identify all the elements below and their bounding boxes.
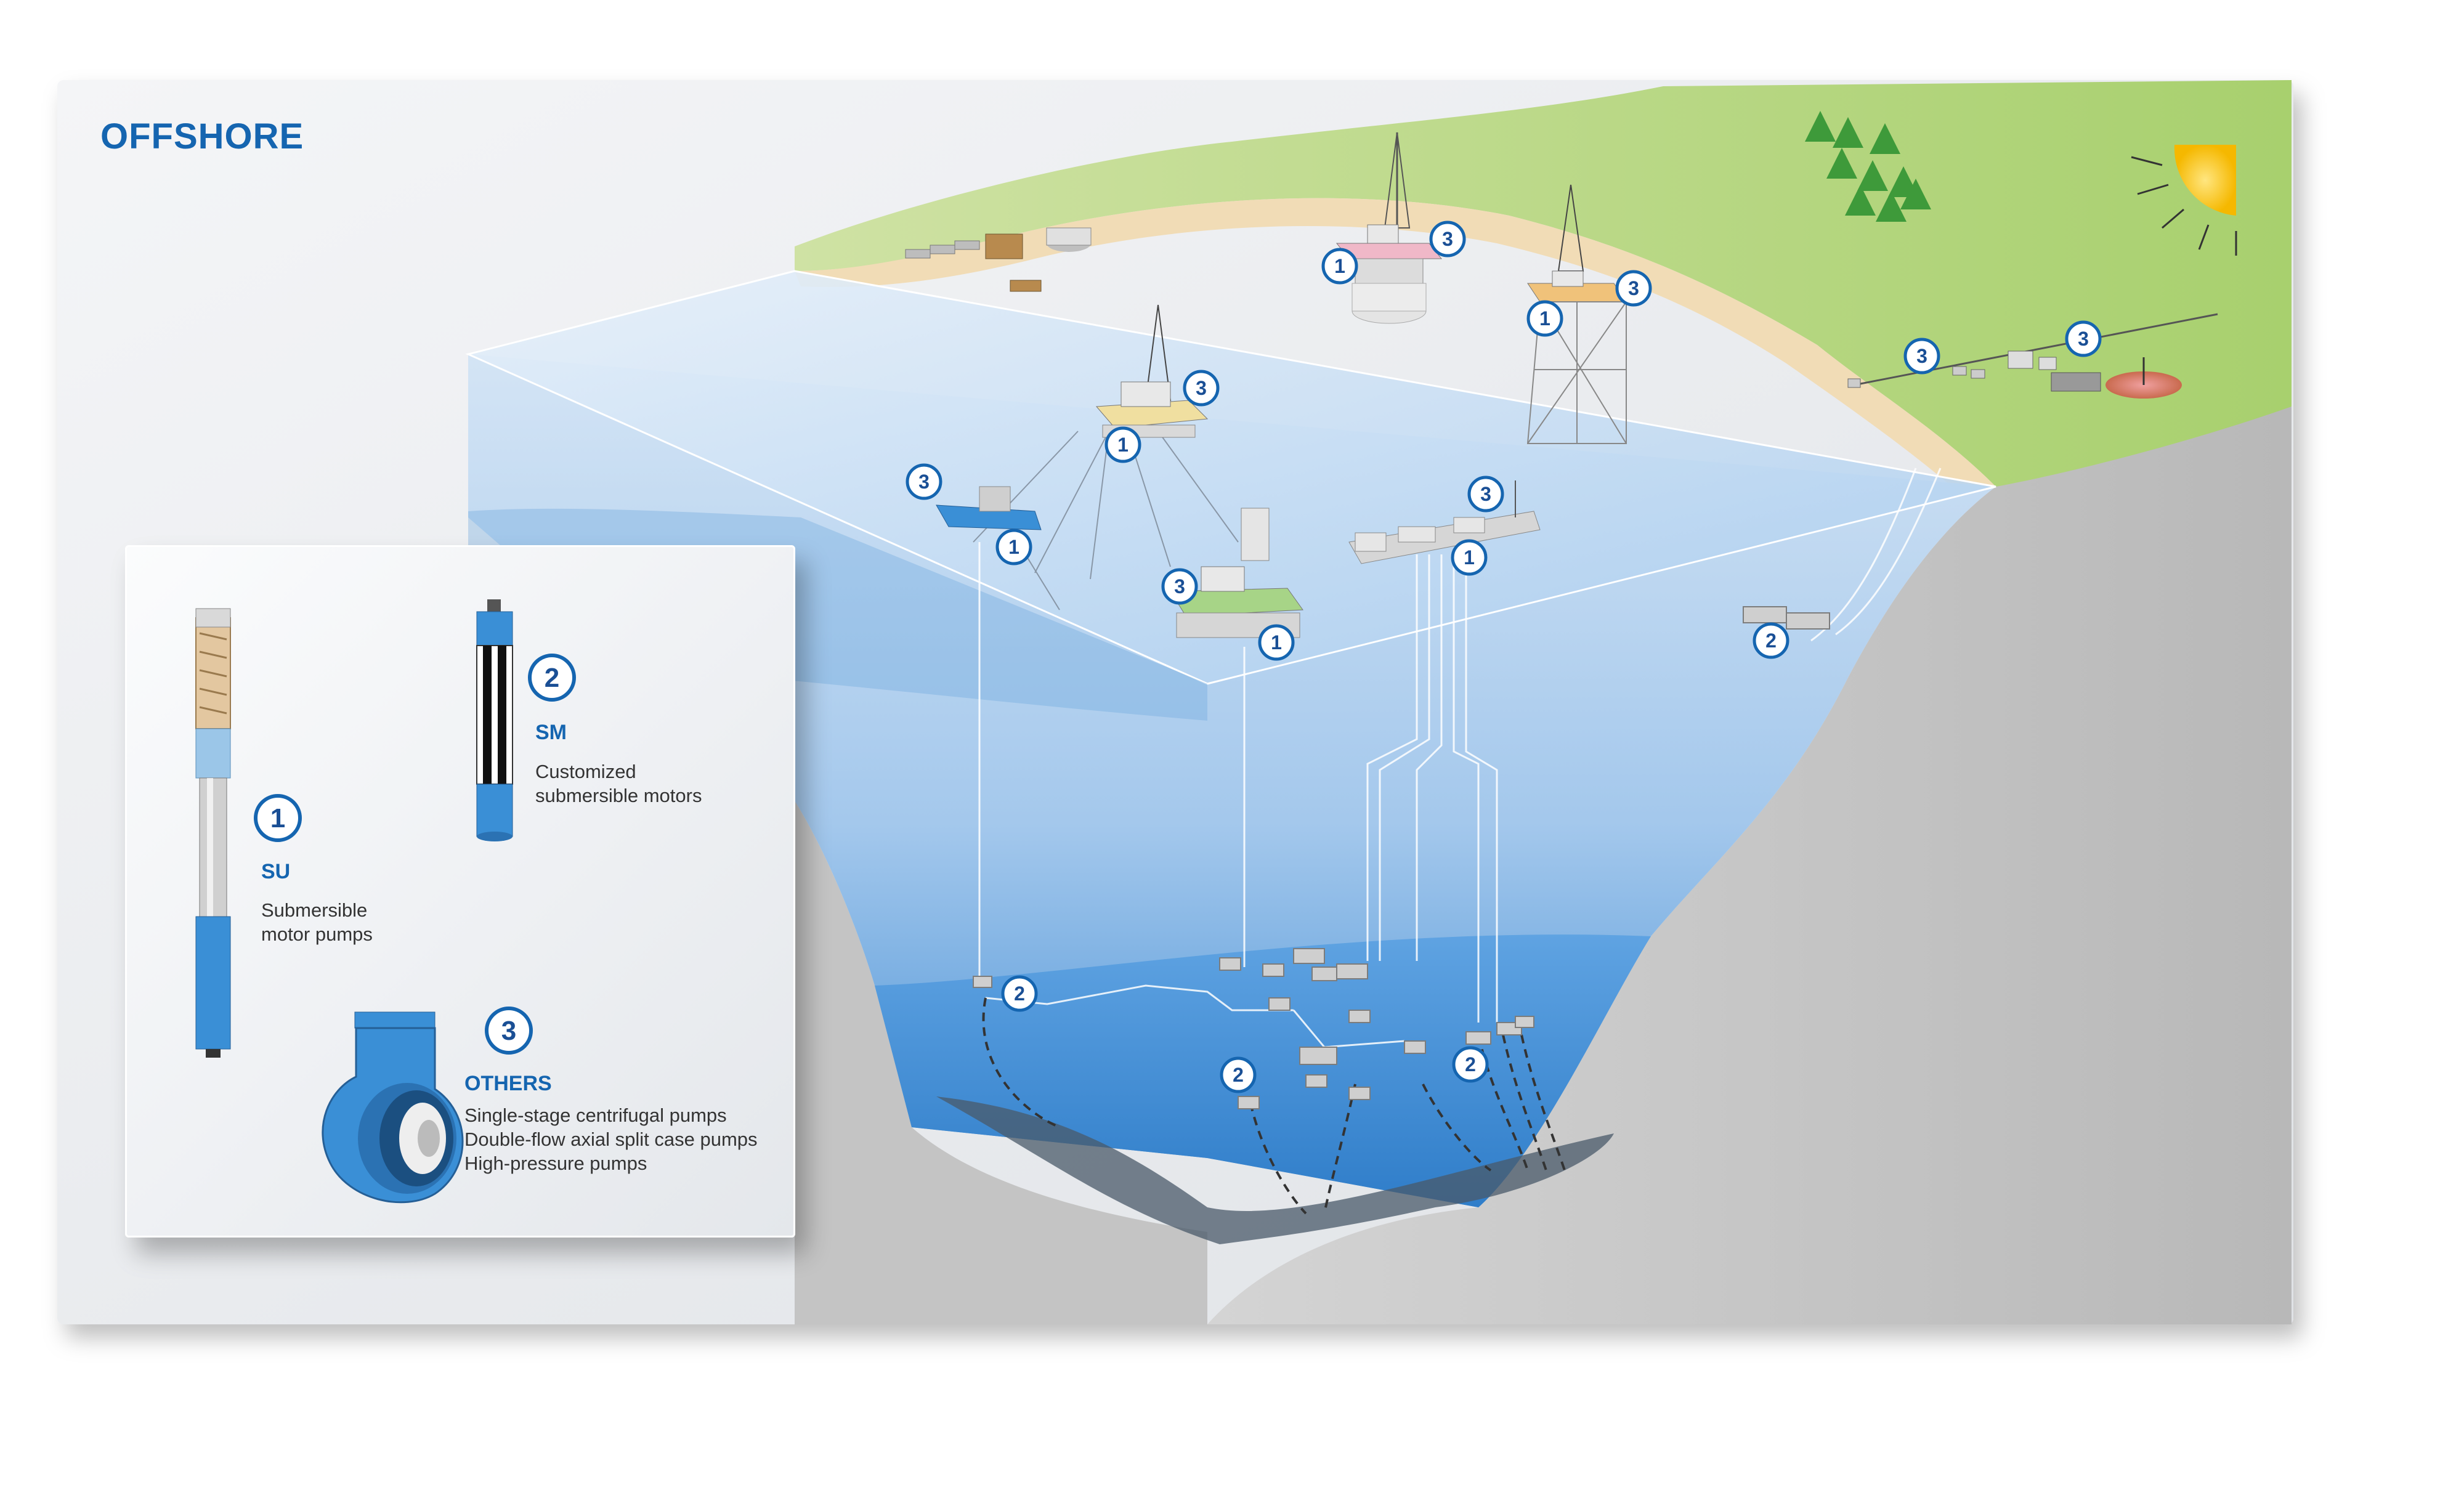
badge-number-icon: 1 [1106,428,1140,461]
page-title: OFFSHORE [100,116,304,156]
badge-number-icon: 3 [907,465,941,498]
legend-graphics: 1 2 3 [195,599,576,1204]
badge-number-icon: 3 [1163,570,1196,603]
svg-text:1: 1 [1008,536,1019,558]
badge-number-icon: 1 [997,530,1031,564]
platform-gravity [1335,132,1443,324]
badge-number-icon: 2 [1003,977,1036,1010]
legend-panel: 1 2 3 SU Submersible motor pumps SM Cust… [125,545,795,1238]
sun-icon [2131,145,2237,256]
badge-number-icon: 1 [1528,302,1562,335]
legend-su-description: Submersible motor pumps [261,899,373,945]
badge-number-icon: 3 [485,1007,533,1055]
badge-number-icon: 2 [1754,624,1788,657]
badge-number-icon: 3 [1185,371,1218,405]
svg-text:1: 1 [1539,307,1550,330]
svg-text:3: 3 [2078,328,2089,350]
legend-others-code: OTHERS [464,1072,552,1095]
svg-text:3: 3 [1480,483,1491,505]
rock-left [795,801,1207,1324]
svg-text:1: 1 [1464,546,1475,569]
svg-text:3: 3 [918,471,930,493]
badge-number-icon: 1 [1323,249,1356,283]
svg-text:2: 2 [1014,982,1025,1005]
vessel-left [936,486,1042,530]
centrifugal-pump-icon [322,1011,464,1204]
badge-number-icon: 1 [1260,626,1293,659]
badge-number-icon: 2 [1454,1048,1487,1081]
well-paths [982,997,1566,1215]
badge-number-icon: 2 [528,654,576,702]
badge-number-icon: 3 [1617,272,1650,305]
badge-number-icon: 3 [1469,477,1502,511]
legend-su-code: SU [261,860,291,883]
svg-text:2: 2 [1765,630,1777,652]
badge-number-icon: 3 [1431,222,1464,256]
svg-text:1: 1 [1334,255,1345,277]
legend-others-description: Single-stage centrifugal pumps Double-fl… [464,1104,758,1174]
seabed-trench [936,1096,1614,1244]
legend-sm-description: Customized submersible motors [535,761,702,806]
badge-number-icon: 1 [1453,541,1486,574]
onshore-facility-right [1847,313,2218,399]
svg-text:3: 3 [1174,575,1185,598]
svg-text:1: 1 [1117,434,1129,456]
badge-number-icon: 1 [254,794,302,842]
svg-text:3: 3 [1628,277,1639,299]
scene-badges: 1 3 1 3 3 1 3 1 3 1 3 1 3 3 2 2 2 2 [907,222,2100,1092]
legend-sm-code: SM [535,721,567,744]
vessel-fpso [1348,480,1541,564]
water-surface [465,270,1996,685]
svg-text:1: 1 [270,803,285,833]
onshore-plant-left [905,227,1092,292]
svg-text:1: 1 [1271,631,1282,654]
svg-text:2: 2 [1233,1064,1244,1086]
svg-text:3: 3 [1916,345,1927,367]
subsea-units [973,606,1830,1109]
mooring-lines [973,431,1239,610]
svg-text:2: 2 [1465,1053,1476,1076]
trees-icon [1805,111,1931,222]
sm-motor-icon [476,599,513,841]
badge-number-icon: 3 [2067,322,2100,355]
su-pump-icon [195,608,231,1058]
svg-text:3: 3 [1442,228,1453,250]
badge-number-icon: 3 [1905,339,1939,373]
rock-cliff [1207,407,2292,1324]
svg-text:3: 3 [1196,377,1207,399]
svg-text:2: 2 [545,663,559,693]
badge-number-icon: 2 [1222,1058,1255,1092]
svg-text:3: 3 [501,1016,516,1046]
